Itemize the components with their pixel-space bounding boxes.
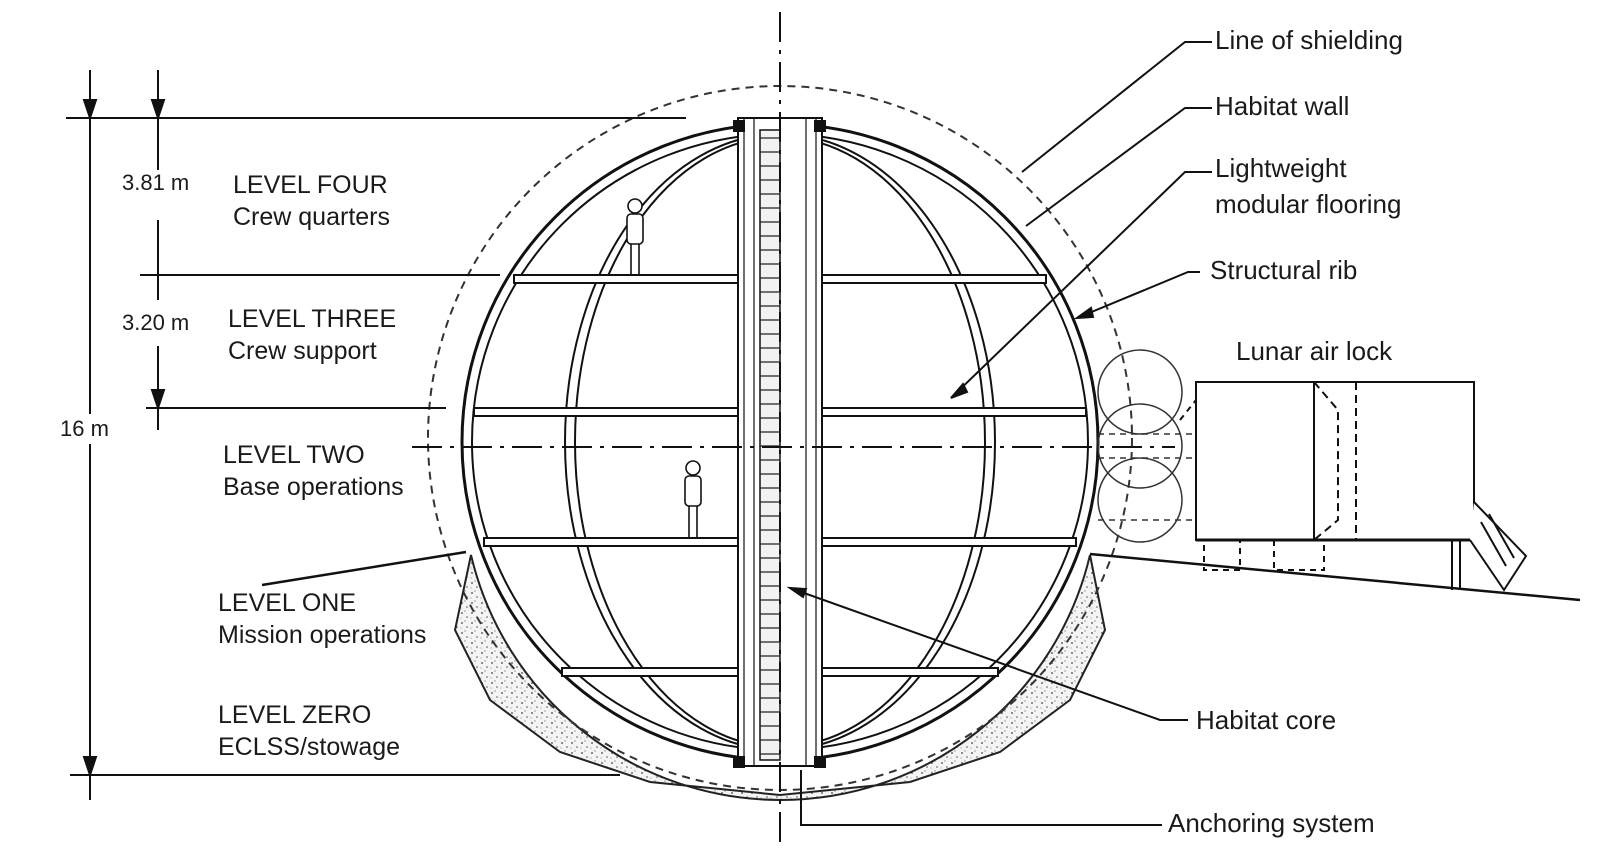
level-lines	[66, 117, 686, 776]
level-name: LEVEL ONE	[218, 589, 357, 617]
callout-flooring-line2: modular flooring	[1215, 189, 1402, 219]
level-function: Base operations	[223, 473, 404, 501]
level-name: LEVEL FOUR	[233, 171, 388, 199]
level-function: Crew quarters	[233, 203, 390, 231]
callout-structural-rib: Structural rib	[1210, 255, 1358, 285]
callout-lunar-air-lock: Lunar air lock	[1236, 336, 1393, 366]
lunar-air-lock	[1179, 381, 1528, 592]
level-three-height: 3.20 m	[122, 310, 190, 335]
callout-flooring-line1: Lightweight	[1215, 153, 1347, 183]
callout-leaders	[786, 41, 1212, 826]
level-name: LEVEL THREE	[228, 305, 397, 333]
connecting-tunnel	[1097, 349, 1196, 543]
level-name: LEVEL TWO	[223, 441, 365, 469]
level-function: Crew support	[228, 337, 377, 365]
shielding-regolith	[453, 554, 1107, 801]
level-name: LEVEL ZERO	[218, 701, 372, 729]
level-function: Mission operations	[218, 621, 427, 649]
ground-surface	[261, 550, 1581, 602]
callout-anchoring-system: Anchoring system	[1168, 808, 1375, 838]
human-figure	[626, 198, 644, 274]
human-figure	[684, 460, 702, 537]
callout-habitat-core: Habitat core	[1196, 705, 1337, 735]
level-four-height: 3.81 m	[122, 170, 190, 195]
callout-habitat-wall: Habitat wall	[1215, 91, 1350, 121]
core-ladder	[760, 137, 780, 755]
callout-line-of-shielding: Line of shielding	[1215, 25, 1403, 55]
anchoring-system	[733, 120, 826, 768]
total-height: 16 m	[60, 414, 109, 444]
level-function: ECLSS/stowage	[218, 733, 401, 761]
